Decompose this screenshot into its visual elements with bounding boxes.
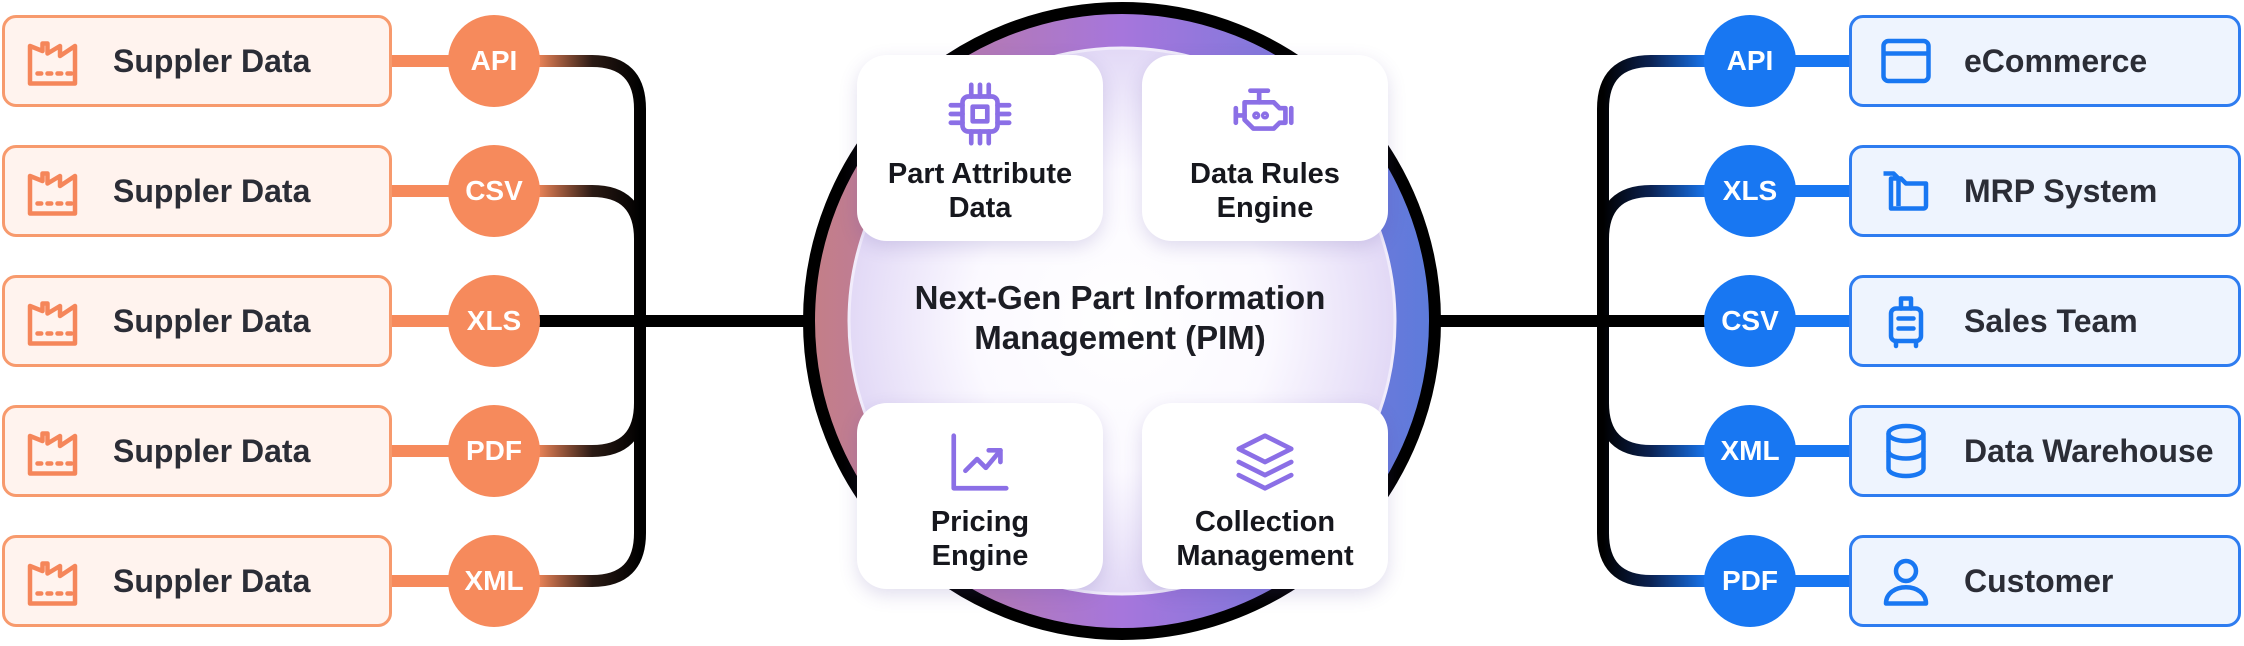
module-data-rules-engine: Data Rules Engine — [1142, 55, 1388, 241]
module-collection-management: Collection Management — [1142, 403, 1388, 589]
source-branch-5 — [535, 321, 646, 587]
destination-card-data-warehouse: Data Warehouse — [1849, 405, 2241, 497]
destination-branch-5 — [1597, 321, 1708, 587]
factory-icon — [27, 301, 78, 346]
destination-label: eCommerce — [1964, 42, 2148, 79]
source-branch-1 — [535, 55, 646, 321]
module-label: Pricing Engine — [930, 506, 1030, 572]
destination-label: MRP System — [1964, 172, 2158, 209]
factory-icon — [27, 431, 78, 476]
destination-format-badge-xls: XLS — [1704, 145, 1796, 237]
layers-icon — [1236, 433, 1294, 491]
destination-connectors — [1425, 55, 1852, 587]
source-card-1: Suppler Data — [2, 15, 392, 107]
destination-label: Data Warehouse — [1964, 432, 2214, 469]
destination-label: Sales Team — [1964, 302, 2138, 339]
source-format-badge-pdf: PDF — [448, 405, 540, 497]
source-label: Suppler Data — [113, 562, 311, 599]
source-label: Suppler Data — [113, 432, 311, 469]
source-connectors — [392, 55, 820, 587]
factory-icon — [27, 561, 78, 606]
destination-format-badge-api: API — [1704, 15, 1796, 107]
browser-window-icon — [1881, 38, 1931, 84]
luggage-icon — [1888, 296, 1924, 349]
source-label: Suppler Data — [113, 302, 311, 339]
module-label: Collection Management — [1176, 506, 1354, 572]
destination-card-sales-team: Sales Team — [1849, 275, 2241, 367]
source-card-5: Suppler Data — [2, 535, 392, 627]
destination-label: Customer — [1964, 562, 2114, 599]
folders-icon — [1883, 171, 1929, 211]
hub-title: Next-Gen Part Information Management (PI… — [914, 279, 1326, 356]
source-branch-4 — [535, 321, 646, 457]
destination-branch-4 — [1597, 321, 1708, 457]
chip-icon — [948, 82, 1012, 146]
factory-icon — [27, 171, 78, 216]
trend-chart-icon — [951, 433, 1009, 491]
database-icon — [1886, 423, 1926, 479]
destination-branch-2 — [1597, 185, 1708, 321]
source-card-2: Suppler Data — [2, 145, 392, 237]
source-card-3: Suppler Data — [2, 275, 392, 367]
destination-branch-1 — [1597, 55, 1708, 321]
module-pricing-engine: Pricing Engine — [857, 403, 1103, 589]
destination-format-badge-pdf: PDF — [1704, 535, 1796, 627]
source-card-4: Suppler Data — [2, 405, 392, 497]
user-icon — [1883, 558, 1929, 606]
factory-icon — [27, 41, 78, 86]
source-format-badge-api: API — [448, 15, 540, 107]
source-label: Suppler Data — [113, 42, 311, 79]
destination-card-mrp-system: MRP System — [1849, 145, 2241, 237]
source-branch-2 — [535, 185, 646, 321]
destination-format-badge-csv: CSV — [1704, 275, 1796, 367]
destination-card-customer: Customer — [1849, 535, 2241, 627]
engine-icon — [1233, 88, 1294, 131]
module-part-attribute-data: Part Attribute Data — [857, 55, 1103, 241]
source-format-badge-xls: XLS — [448, 275, 540, 367]
source-label: Suppler Data — [113, 172, 311, 209]
module-label: Data Rules Engine — [1190, 158, 1340, 224]
destination-format-badge-xml: XML — [1704, 405, 1796, 497]
module-label: Part Attribute Data — [887, 158, 1073, 224]
destination-card-ecommerce: eCommerce — [1849, 15, 2241, 107]
source-format-badge-csv: CSV — [448, 145, 540, 237]
source-format-badge-xml: XML — [448, 535, 540, 627]
